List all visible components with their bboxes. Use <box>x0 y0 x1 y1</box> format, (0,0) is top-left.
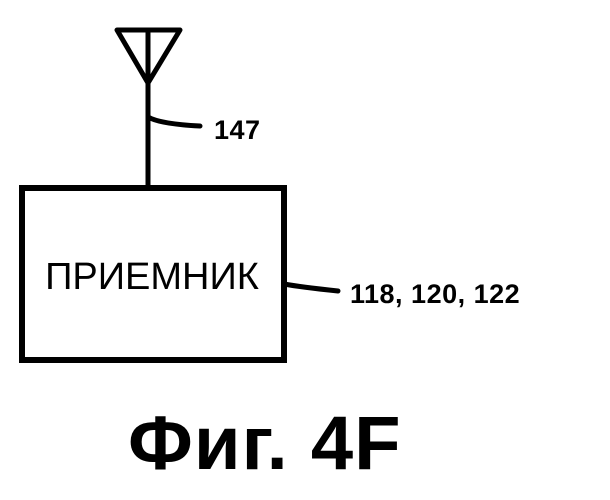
figure-caption: Фиг. 4F <box>128 401 402 486</box>
antenna-icon <box>117 30 180 84</box>
block-reference-numbers: 118, 120, 122 <box>350 279 520 309</box>
antenna-reference-number: 147 <box>214 115 261 145</box>
antenna-leader-line <box>148 117 200 126</box>
receiver-block-label: ПРИЕМНИК <box>45 256 259 298</box>
block-leader-line <box>284 284 338 291</box>
